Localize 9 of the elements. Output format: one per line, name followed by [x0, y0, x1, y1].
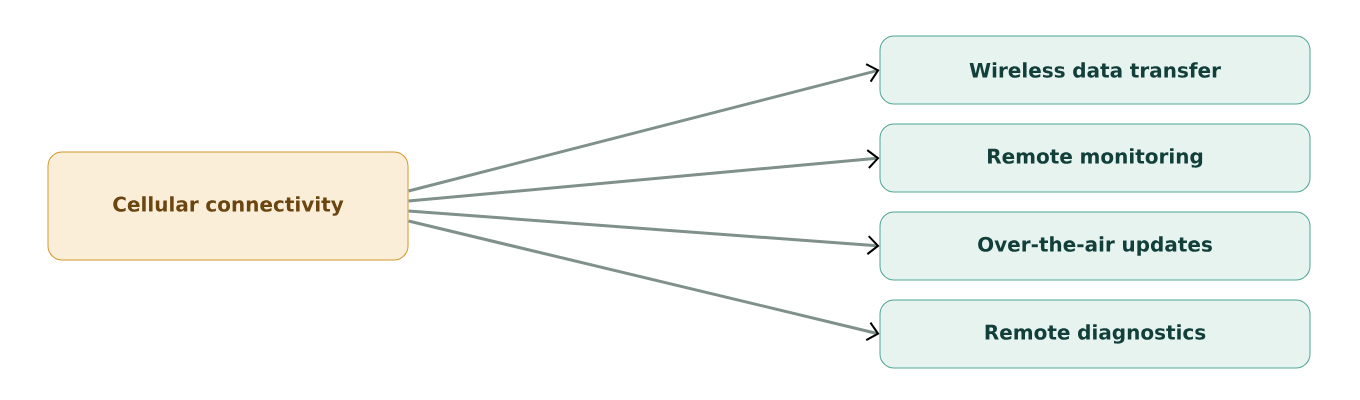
target-box: Over-the-air updates: [879, 211, 1311, 281]
arrow: [408, 209, 880, 256]
target-box: Remote monitoring: [879, 123, 1311, 193]
source-box: Cellular connectivity: [47, 151, 409, 261]
arrow: [408, 63, 880, 193]
arrow: [408, 219, 880, 342]
arrow: [408, 149, 880, 203]
target-box: Remote diagnostics: [879, 299, 1311, 369]
target-box: Wireless data transfer: [879, 35, 1311, 105]
